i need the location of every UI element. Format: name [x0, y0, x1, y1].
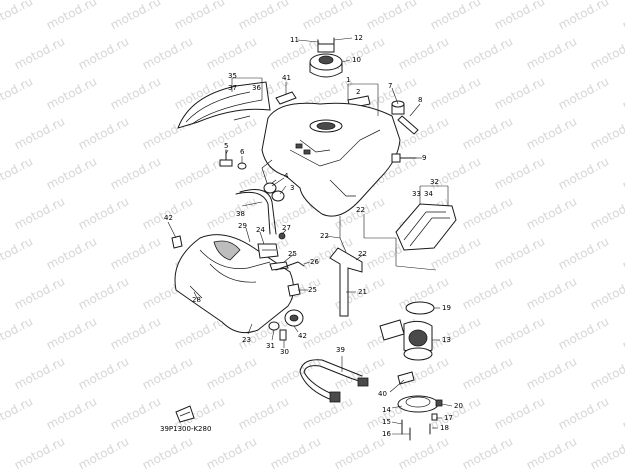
- callout-41: 41: [282, 74, 291, 82]
- callout-31: 31: [266, 342, 275, 350]
- callout-12: 12: [354, 34, 363, 42]
- callout-33: 33: [412, 190, 421, 198]
- callout-42-left: 42: [164, 214, 173, 222]
- grommet-42-right: [284, 309, 304, 327]
- callout-30: 30: [280, 348, 289, 356]
- diagram-code: 39P1300-K280: [160, 425, 212, 433]
- callout-22-c: 22: [356, 206, 365, 214]
- callout-7: 7: [388, 82, 392, 90]
- callout-22-a: 22: [320, 232, 329, 240]
- callout-10: 10: [352, 56, 361, 64]
- warning-label: [175, 405, 195, 423]
- damper-7: [391, 100, 405, 115]
- callout-40: 40: [378, 390, 387, 398]
- trim-38: [235, 189, 277, 235]
- callout-25-a: 25: [288, 250, 297, 258]
- bolt-20: [435, 399, 443, 407]
- callout-3: 3: [290, 184, 294, 192]
- callout-22-b: 22: [358, 250, 367, 258]
- callout-34: 34: [424, 190, 433, 198]
- callout-16: 16: [382, 430, 391, 438]
- lower-cover-23: [174, 234, 294, 334]
- washer-6: [237, 162, 247, 170]
- callout-18: 18: [440, 424, 449, 432]
- bolt-9: [391, 153, 417, 163]
- fuel-hose-39: [299, 359, 369, 403]
- callout-17: 17: [444, 414, 453, 422]
- callout-15: 15: [382, 418, 391, 426]
- fuel-tank: [261, 102, 401, 217]
- callout-20: 20: [454, 402, 463, 410]
- fitting-40: [397, 371, 415, 385]
- bracket-21: [329, 247, 363, 317]
- clip-25-lower: [287, 283, 301, 297]
- callout-29: 29: [238, 222, 247, 230]
- damper-3: [271, 190, 285, 202]
- collar-8: [397, 115, 419, 135]
- callout-6: 6: [240, 148, 245, 156]
- bolt-17: [431, 413, 438, 421]
- callout-26: 26: [310, 258, 319, 266]
- callout-27: 27: [282, 224, 291, 232]
- washer-31: [268, 321, 280, 331]
- bolt-30: [279, 329, 287, 341]
- callout-39: 39: [336, 346, 345, 354]
- tank-side-cover-upper: [177, 81, 271, 129]
- fuel-pump-13: [379, 319, 433, 361]
- cap-42-left: [171, 235, 183, 249]
- callout-23: 23: [242, 336, 251, 344]
- bracket-26: [275, 261, 305, 271]
- callout-1: 1: [346, 76, 350, 84]
- pump-plate-14: [397, 395, 439, 413]
- callout-24: 24: [256, 226, 265, 234]
- callout-19: 19: [442, 304, 451, 312]
- o-ring-19: [405, 301, 435, 315]
- callout-42-right: 42: [298, 332, 307, 340]
- bracket-24: [257, 243, 279, 259]
- tank-side-cover-right: [395, 203, 457, 251]
- callout-5: 5: [224, 142, 228, 150]
- nut-27: [278, 232, 286, 240]
- callout-labels: 1 2 3 4 5 6 7 8 9 10 11 12 13 14 15 16 1…: [164, 34, 463, 438]
- callout-38: 38: [236, 210, 245, 218]
- callout-28: 28: [192, 296, 201, 304]
- fuel-cap-assembly: [309, 37, 343, 78]
- callout-4: 4: [284, 172, 289, 180]
- sticker-41: [275, 91, 297, 105]
- callout-32: 32: [430, 178, 439, 186]
- callout-11: 11: [290, 36, 299, 44]
- callout-21: 21: [358, 288, 367, 296]
- callout-13: 13: [442, 336, 451, 344]
- callout-8: 8: [418, 96, 422, 104]
- callout-37: 37: [228, 84, 237, 92]
- clip-25-upper: [269, 261, 289, 271]
- callout-35: 35: [228, 72, 237, 80]
- callout-36: 36: [252, 84, 261, 92]
- bolt-5: [219, 149, 233, 167]
- callout-25-b: 25: [308, 286, 317, 294]
- leader-lines: [167, 37, 453, 435]
- callout-2: 2: [356, 88, 360, 96]
- callout-14: 14: [382, 406, 391, 414]
- callout-9: 9: [422, 154, 426, 162]
